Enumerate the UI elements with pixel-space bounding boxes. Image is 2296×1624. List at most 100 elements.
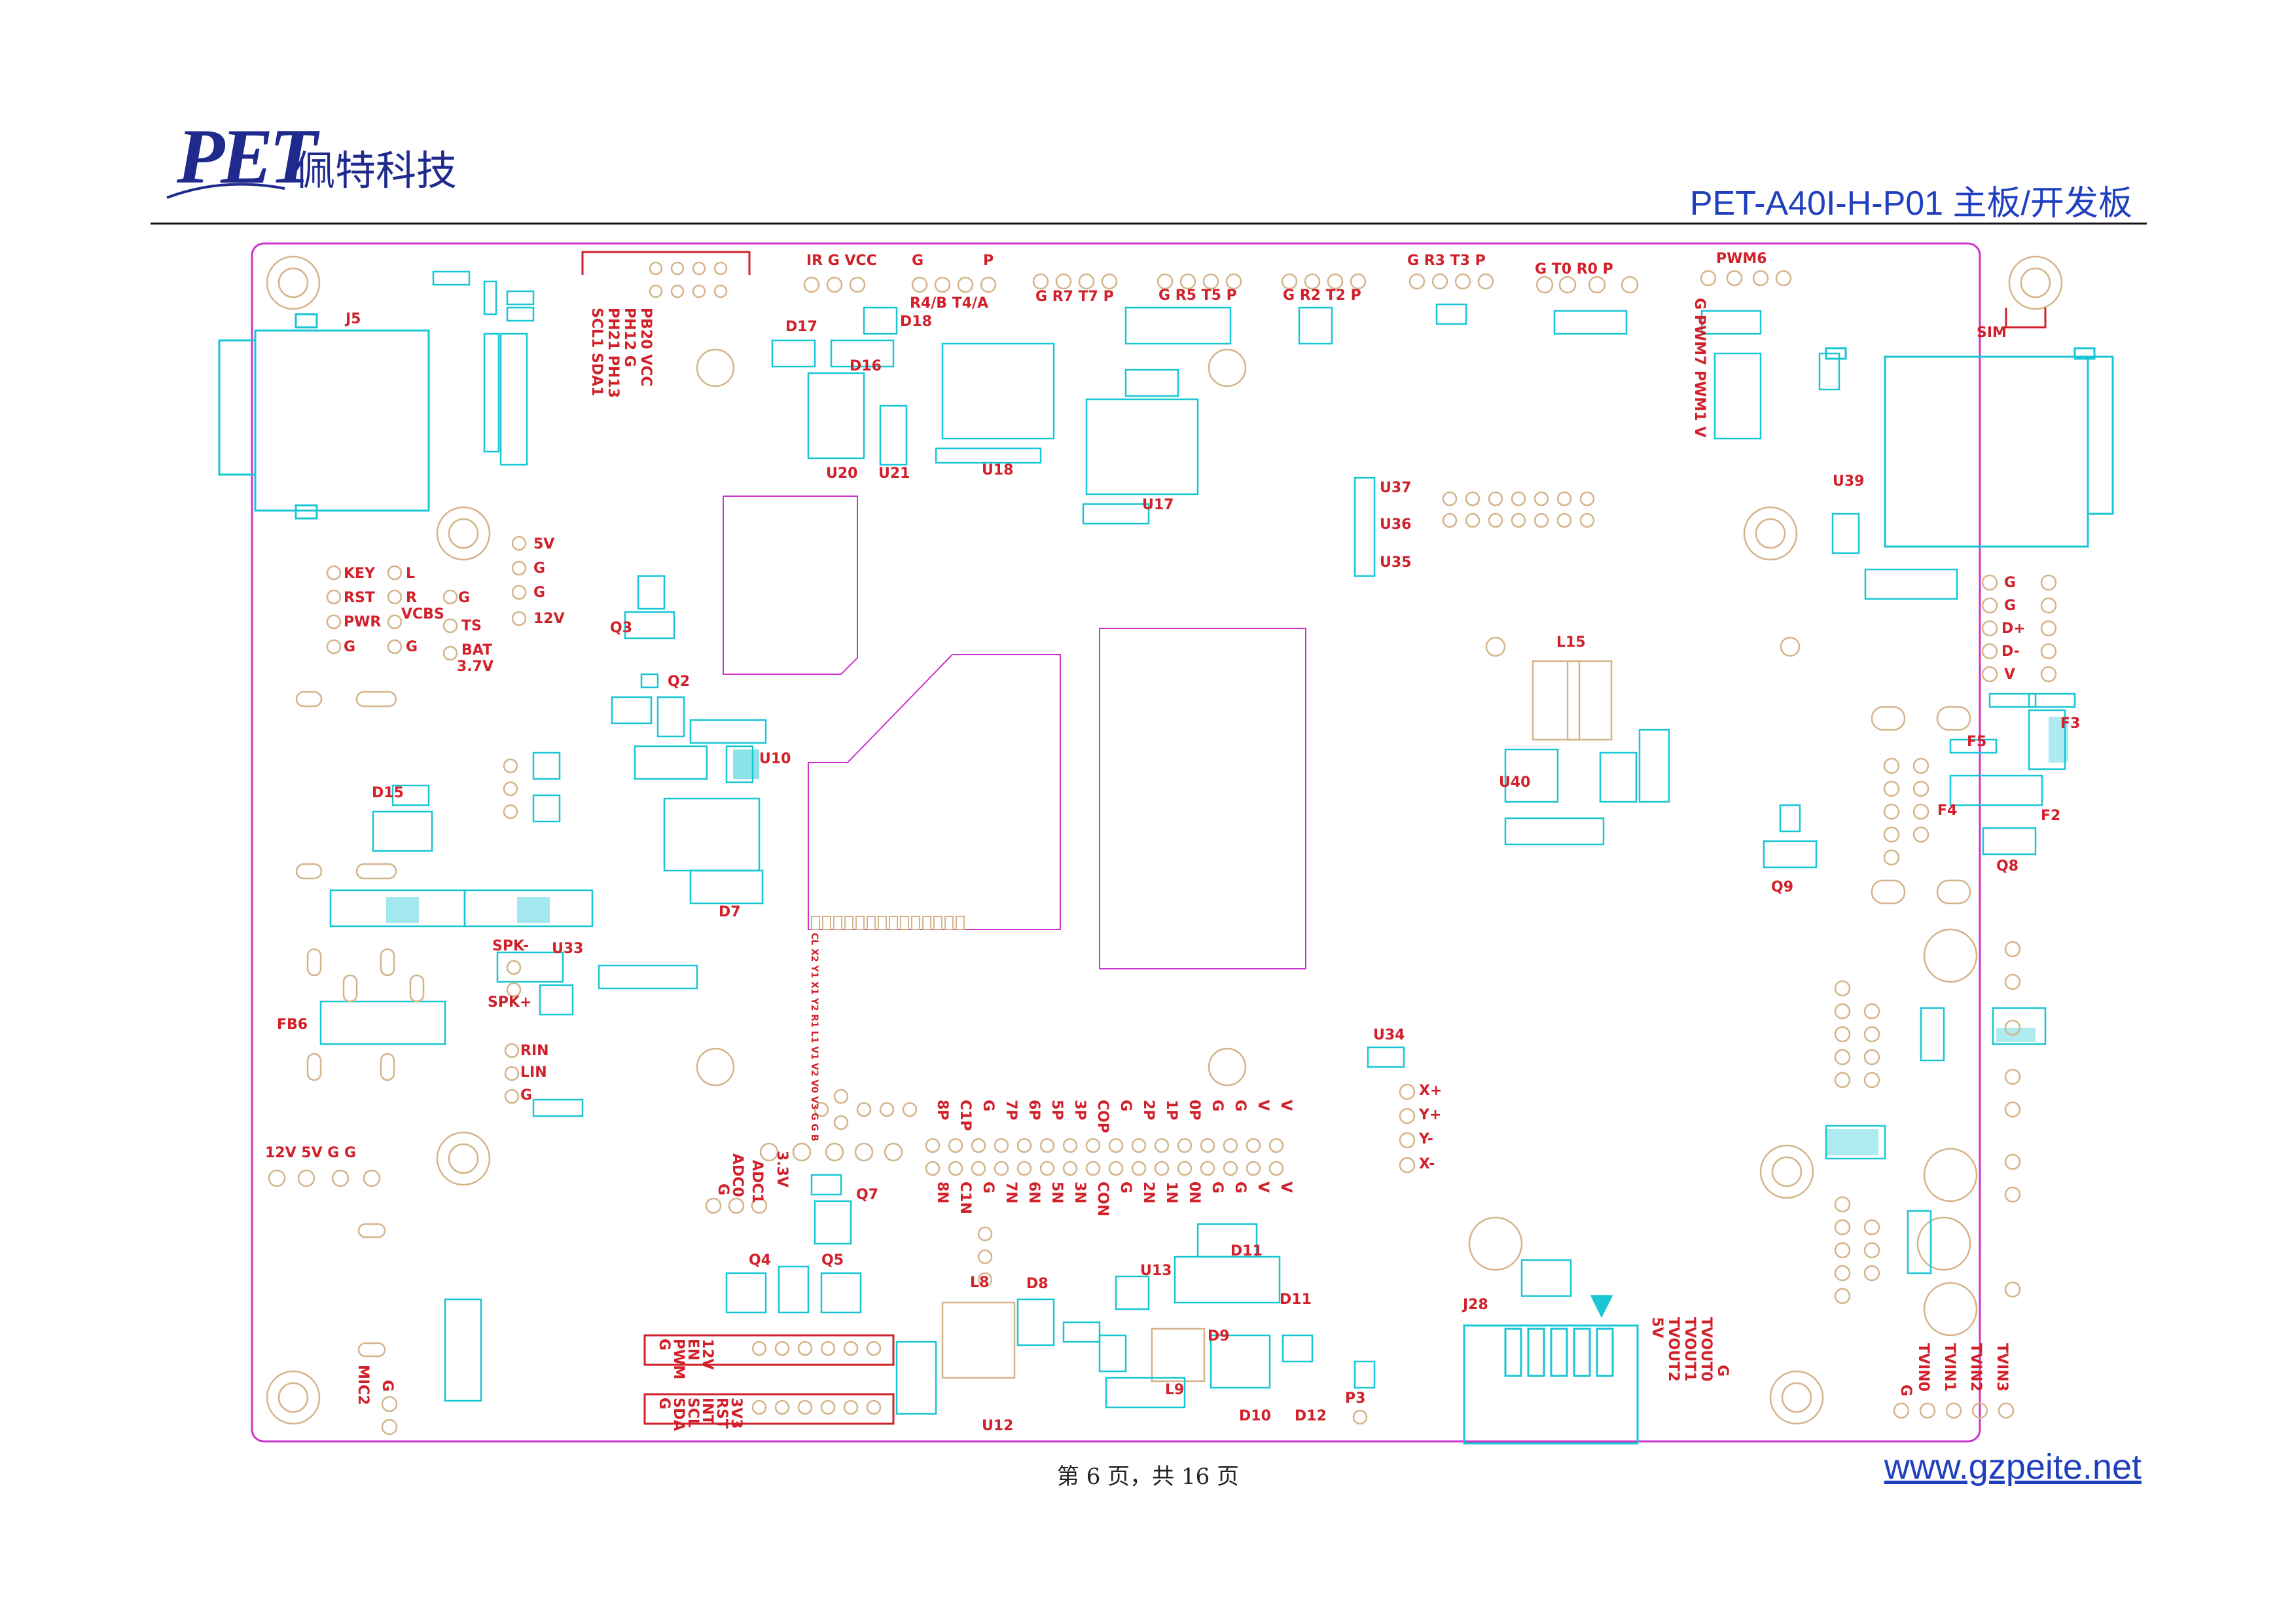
touch-yplus: Y+ xyxy=(1418,1107,1441,1123)
tvin0-label: TVIN0 xyxy=(1915,1343,1931,1392)
mic2-label: MIC2 xyxy=(355,1365,371,1405)
lvds-bottom-label-0: 8N xyxy=(934,1182,950,1204)
lvds-top-label-15: V xyxy=(1278,1100,1294,1111)
company-logo: PET 佩特科技 xyxy=(164,111,504,209)
logo-chinese-name: 佩特科技 xyxy=(295,147,457,194)
l8-l9-inductors xyxy=(941,1301,1206,1382)
i2c-sda: SDA xyxy=(670,1398,687,1431)
designator-d17: D17 xyxy=(785,319,817,335)
lcd-en: EN xyxy=(685,1339,701,1360)
designator-u18: U18 xyxy=(982,462,1013,478)
usb-g1: G xyxy=(2004,575,2016,591)
power-row-label: 12V 5V G G xyxy=(265,1145,356,1161)
lvds-bottom-label-4: 6N xyxy=(1026,1182,1042,1204)
pwr-12v: 12V xyxy=(533,611,565,627)
usb-v: V xyxy=(2004,666,2015,683)
bat-voltage-label: 3.7V xyxy=(457,659,493,675)
designator-u34: U34 xyxy=(1373,1027,1405,1043)
l-label: L xyxy=(406,566,415,582)
tvin1-label: TVIN1 xyxy=(1941,1343,1958,1392)
power-diodes xyxy=(386,717,2068,1155)
g-label-4: G xyxy=(520,1087,532,1104)
soc-pad-row xyxy=(811,916,965,930)
soc-pin-labels: CL X2 Y1 X1 Y2 R1 L1 V1 V2 V0 V3 G G B xyxy=(809,933,819,1142)
sim-connector xyxy=(1825,347,2114,548)
lvds-bottom-label-11: 0N xyxy=(1186,1182,1202,1204)
bat-label: BAT xyxy=(461,642,492,659)
spk-plus-label: SPK+ xyxy=(488,994,531,1011)
lin-label: LIN xyxy=(520,1064,547,1081)
rin-label: RIN xyxy=(520,1043,549,1059)
page-number: 第 6 页，共 16 页 xyxy=(1056,1464,1240,1490)
touch-yminus: Y- xyxy=(1418,1131,1433,1147)
pb-header-label-1: PB20 VCC xyxy=(637,308,654,386)
tvout-5v-label: 5V xyxy=(1649,1317,1665,1338)
lvds-top-label-10: 1P xyxy=(1163,1100,1179,1120)
right-labels: G G D+ D- V X+ Y+ Y- X- G TVOUT0 TVOUT1 … xyxy=(1418,575,2026,1396)
pwr-5v: 5V xyxy=(533,536,554,552)
module-outlines xyxy=(723,496,1306,969)
designator-u20: U20 xyxy=(826,465,857,482)
i2c-g: G xyxy=(656,1398,672,1409)
designator-u35: U35 xyxy=(1380,554,1411,571)
adc-3v3-label: 3.3V xyxy=(774,1151,790,1187)
i2c-3v3: 3V3 xyxy=(728,1398,744,1429)
touch-xplus: X+ xyxy=(1419,1083,1442,1099)
designator-q9: Q9 xyxy=(1771,879,1793,895)
lvds-top-label-5: 5P xyxy=(1049,1100,1065,1120)
header-pins xyxy=(268,261,2057,1435)
top-header-labels: IR G VCC G P R4/B T4/A G R7 T7 P G R5 T5… xyxy=(588,251,1767,437)
pb-header-label-3: PH21 PH13 xyxy=(605,308,621,398)
r4b-header-p: P xyxy=(983,253,994,269)
tvout2-label: TVOUT2 xyxy=(1665,1317,1681,1382)
pb-header-label-2: PH12 G xyxy=(621,308,637,367)
r5t5-header-label: G R5 T5 P xyxy=(1158,287,1237,304)
pwr-g2: G xyxy=(533,585,545,601)
r-label: R xyxy=(406,590,417,606)
designator-u12: U12 xyxy=(982,1418,1013,1434)
g-label-5: G xyxy=(379,1380,395,1392)
designator-q5: Q5 xyxy=(821,1252,844,1269)
designator-d18: D18 xyxy=(900,314,932,330)
lvds-bottom-label-8: G xyxy=(1117,1182,1134,1193)
usb-dminus: D- xyxy=(2001,643,2020,660)
pwm6-label: PWM6 xyxy=(1716,251,1767,267)
mounting-holes xyxy=(266,255,2063,1425)
website-link[interactable]: www.gzpeite.net xyxy=(1884,1447,2142,1487)
designator-j28: J28 xyxy=(1462,1297,1488,1313)
board-outline xyxy=(251,242,1981,1443)
i2c-int: INT xyxy=(699,1398,715,1425)
lvds-bottom-label-9: 2N xyxy=(1140,1182,1157,1204)
touch-xminus: X- xyxy=(1419,1156,1435,1172)
designator-u17: U17 xyxy=(1142,497,1174,513)
r4b-header-label: R4/B T4/A xyxy=(910,295,988,312)
lcd-12v: 12V xyxy=(699,1339,715,1370)
pwr-g1: G xyxy=(533,560,545,577)
i2c-rst: RST xyxy=(713,1398,730,1429)
designator-d11b: D11 xyxy=(1280,1291,1312,1308)
designator-fb6: FB6 xyxy=(277,1017,308,1033)
lvds-bottom-label-7: CON xyxy=(1094,1182,1111,1216)
tvout1-label: TVOUT1 xyxy=(1681,1317,1698,1382)
lvds-bottom-label-2: G xyxy=(980,1182,996,1193)
designator-u33: U33 xyxy=(552,941,583,957)
designator-d16: D16 xyxy=(850,358,882,374)
key-label: KEY xyxy=(344,566,376,582)
lvds-bottom-label-13: G xyxy=(1232,1182,1248,1193)
j5-sd-connector xyxy=(218,313,430,520)
ts-label: TS xyxy=(461,618,482,634)
lvds-bottom-label-6: 3N xyxy=(1071,1182,1088,1204)
i2c-scl: SCL xyxy=(685,1398,701,1428)
designator-f2: F2 xyxy=(2041,808,2060,824)
adc-g: G xyxy=(715,1183,731,1195)
rst-label: RST xyxy=(344,590,375,606)
designator-q8: Q8 xyxy=(1996,858,2018,875)
pb-header-label-4: SCL1 SDA1 xyxy=(588,308,605,396)
r3t3-header-label: G R3 T3 P xyxy=(1407,253,1486,269)
t0r0-header-label: G T0 R0 P xyxy=(1535,261,1613,278)
usb-dplus: D+ xyxy=(2001,621,2026,637)
connector-frames xyxy=(581,251,2047,1425)
r7t7-header-label: G R7 T7 P xyxy=(1035,289,1114,305)
